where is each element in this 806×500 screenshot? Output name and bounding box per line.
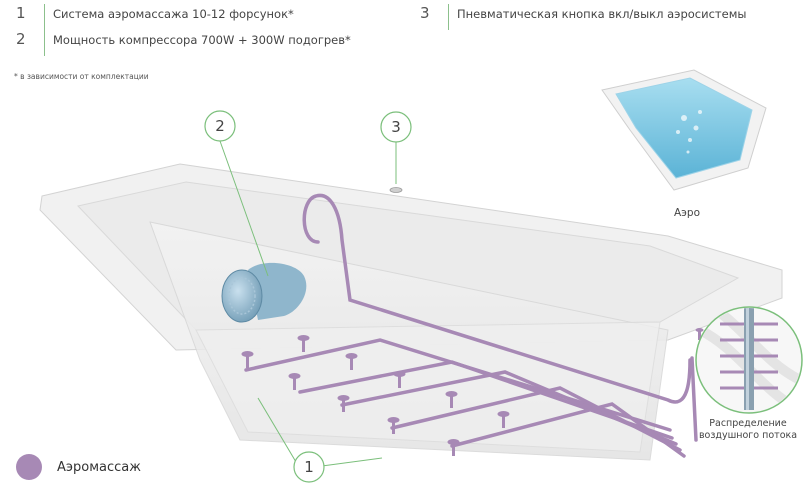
nozzle-icon — [497, 411, 510, 428]
distribution-label: Распределение воздушного потока — [690, 418, 806, 442]
aero-tub-image — [601, 69, 767, 191]
nozzle-icon — [297, 335, 310, 352]
nozzle-icon — [288, 373, 301, 390]
distribution-label-line2: воздушного потока — [698, 430, 798, 441]
feature-text: Пневматическая кнопка вкл/выкл аэросисте… — [457, 7, 747, 21]
feature-divider — [44, 30, 45, 56]
callout-2-number: 2 — [215, 117, 225, 135]
distribution-detail — [695, 306, 803, 414]
feature-text: Система аэромассажа 10-12 форсунок* — [53, 7, 294, 21]
nozzle-icon — [241, 351, 254, 368]
air-pipes — [244, 193, 698, 458]
compressor-icon — [221, 262, 307, 323]
feature-divider — [448, 4, 449, 30]
callout-lines — [219, 140, 397, 467]
callout-1-number: 1 — [304, 458, 314, 476]
feature-text: Мощность компрессора 700W + 300W подогре… — [53, 33, 351, 47]
nozzle-icon — [447, 439, 460, 456]
feature-divider — [44, 4, 45, 30]
nozzle-icon — [337, 395, 350, 412]
feature-number: 3 — [420, 4, 430, 22]
callout-1 — [293, 451, 325, 483]
nozzle-icon — [393, 371, 406, 388]
nozzles — [241, 328, 704, 456]
legend-swatch — [16, 454, 42, 480]
air-button-icon — [389, 187, 403, 193]
feature-1: 1 Система аэромассажа 10-12 форсунок* — [16, 4, 294, 30]
nozzle-icon — [695, 328, 704, 340]
feature-number: 2 — [16, 30, 26, 48]
callout-3 — [380, 111, 412, 143]
footnote: * в зависимости от комплектации — [14, 72, 149, 81]
nozzle-icon — [345, 353, 358, 370]
nozzle-icon — [445, 391, 458, 408]
nozzle-icon — [387, 417, 400, 434]
distribution-label-line1: Распределение — [709, 418, 787, 429]
callout-3-number: 3 — [391, 118, 401, 136]
callout-2 — [204, 110, 236, 142]
feature-2: 2 Мощность компрессора 700W + 300W подог… — [16, 30, 351, 56]
legend-label: Аэромассаж — [57, 460, 141, 475]
feature-number: 1 — [16, 4, 26, 22]
aero-label: Аэро — [673, 207, 701, 219]
feature-3: 3 Пневматическая кнопка вкл/выкл аэросис… — [420, 4, 746, 30]
